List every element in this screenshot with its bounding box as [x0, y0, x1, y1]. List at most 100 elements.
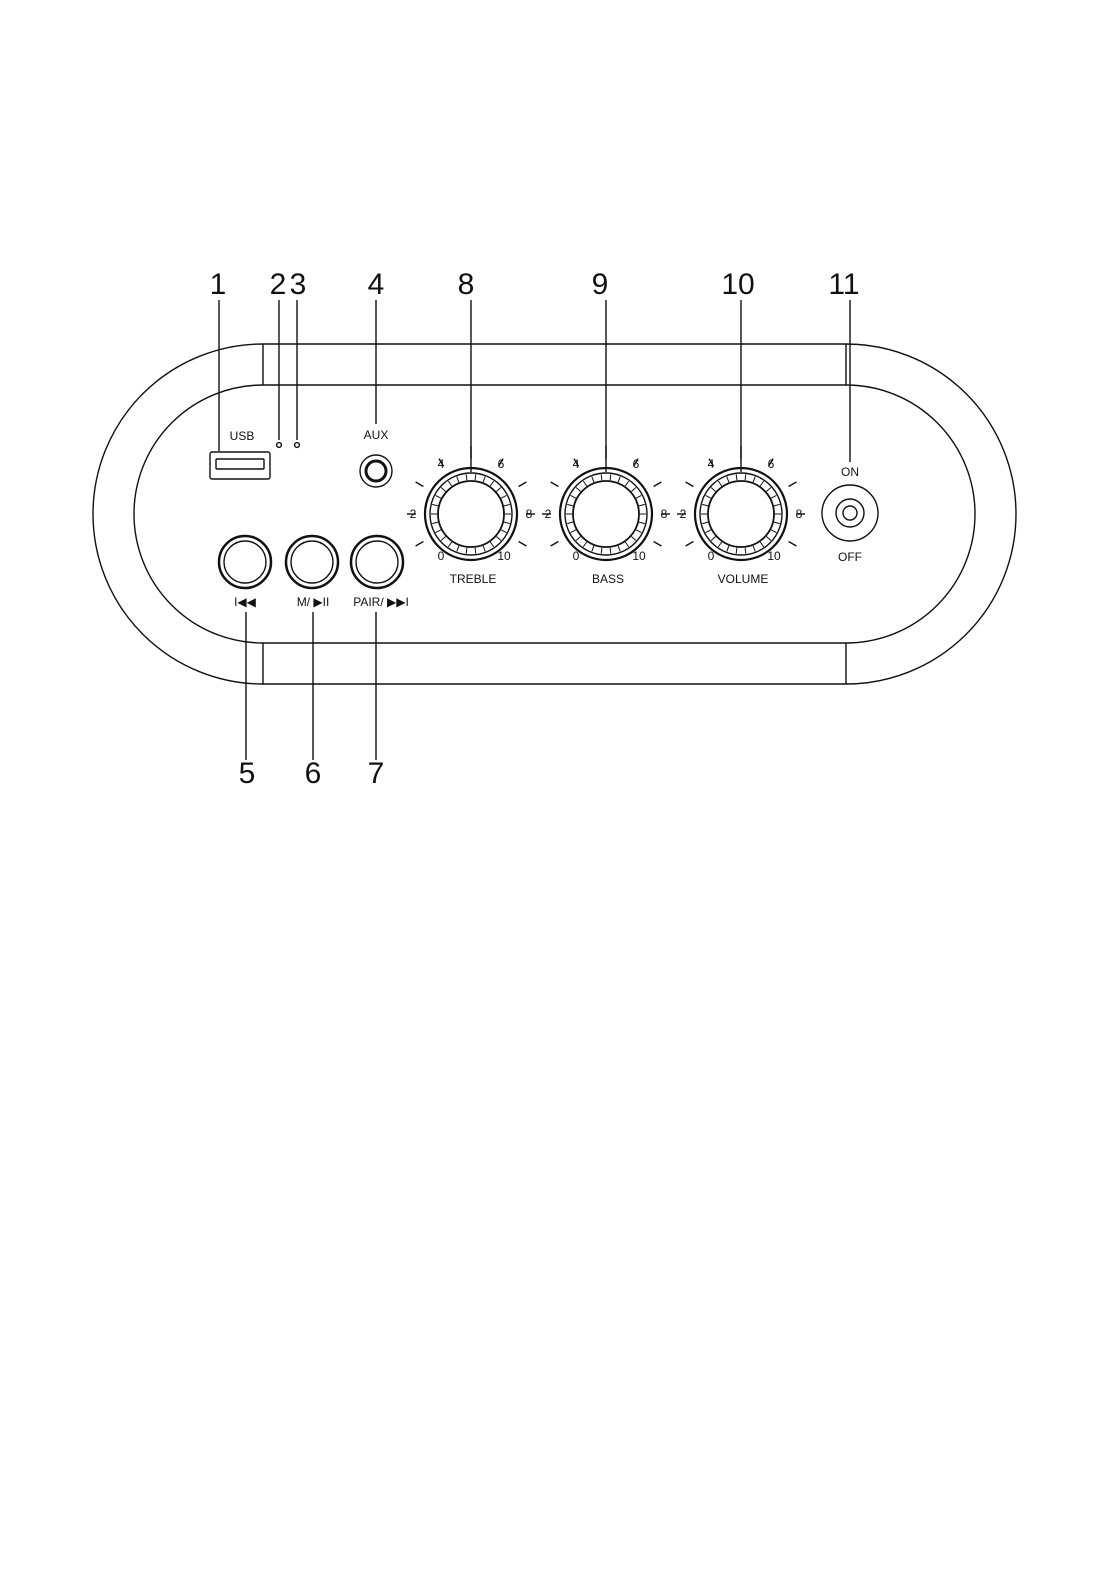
mode-play-button-ring-outer	[286, 536, 338, 588]
callout-11: 11	[828, 268, 859, 301]
inner-panel	[134, 385, 975, 643]
volume-grip-24	[771, 495, 776, 498]
bass-grip-2	[636, 530, 641, 533]
treble-scale-2: 2	[410, 507, 417, 521]
bass-grip-14	[567, 504, 573, 506]
treble-grip-16	[441, 488, 446, 492]
power-switch-outer	[822, 485, 878, 541]
treble-grip-14	[432, 504, 438, 506]
volume-grip-21	[753, 477, 755, 483]
treble-label: TREBLE	[450, 572, 497, 586]
bass-grip-9	[583, 542, 586, 547]
volume-grip-12	[702, 522, 708, 524]
callout-4: 4	[368, 268, 385, 301]
bass-grip-6	[610, 548, 611, 554]
treble-grip-4	[490, 542, 493, 547]
volume-tick-2	[686, 482, 694, 487]
treble-tick-2	[416, 482, 424, 487]
bass-grip-10	[576, 537, 581, 541]
bass-scale-4: 4	[573, 457, 580, 471]
usb-port-slot	[216, 459, 264, 469]
volume-grip-1	[774, 522, 780, 524]
callout-2: 2	[270, 268, 287, 301]
treble-grip-9	[448, 542, 451, 547]
prev-button[interactable]: I◀◀	[219, 536, 271, 609]
volume-scale-6: 6	[768, 457, 775, 471]
treble-grip-24	[501, 495, 506, 498]
mode-play-label: M/ ▶II	[297, 595, 330, 609]
callout-6: 6	[305, 757, 322, 790]
volume-grip-22	[760, 481, 763, 486]
treble-ring-mid	[430, 473, 512, 555]
aux-jack[interactable]: AUX	[360, 428, 392, 487]
bass-grip-21	[618, 477, 620, 483]
bass-grip-3	[631, 537, 636, 541]
volume-grip-14	[702, 504, 708, 506]
pair-next-label: PAIR/ ▶▶I	[353, 595, 409, 609]
bass-grip-16	[576, 488, 581, 492]
usb-port-outer	[210, 452, 270, 479]
treble-grip-22	[490, 481, 493, 486]
bass-tick-0	[551, 542, 559, 547]
callout-7: 7	[368, 757, 385, 790]
bass-grip-7	[601, 548, 602, 554]
volume-scale-2: 2	[680, 507, 687, 521]
power-switch-inner	[843, 506, 857, 520]
volume-grip-17	[718, 481, 721, 486]
bass-grip-11	[571, 530, 576, 533]
treble-grip-1	[504, 522, 510, 524]
volume-ring-mid	[700, 473, 782, 555]
treble-scale-6: 6	[498, 457, 505, 471]
treble-tick-8	[519, 542, 527, 547]
bass-tick-2	[551, 482, 559, 487]
power-on-label: ON	[841, 465, 859, 479]
treble-grip-15	[436, 495, 441, 498]
volume-scale-4: 4	[708, 457, 715, 471]
bass-grip-19	[601, 474, 602, 480]
mode-play-button[interactable]: M/ ▶II	[286, 536, 338, 609]
treble-grip-25	[504, 504, 510, 506]
bass-label: BASS	[592, 572, 624, 586]
volume-scale-8: 8	[796, 507, 803, 521]
callout-1: 1	[210, 268, 227, 301]
bass-grip-4	[625, 542, 628, 547]
bass-grip-23	[631, 488, 636, 492]
pair-next-button[interactable]: PAIR/ ▶▶I	[351, 536, 409, 609]
bass-grip-15	[571, 495, 576, 498]
volume-grip-16	[711, 488, 716, 492]
callout-9: 9	[592, 268, 609, 301]
treble-grip-19	[466, 474, 467, 480]
volume-tick-0	[686, 542, 694, 547]
treble-scale-10: 10	[497, 549, 511, 563]
power-off-label: OFF	[838, 550, 862, 564]
volume-grip-9	[718, 542, 721, 547]
bass-scale-0: 0	[573, 549, 580, 563]
bass-grip-5	[618, 546, 620, 552]
volume-grip-2	[771, 530, 776, 533]
treble-grip-3	[496, 537, 501, 541]
bass-grip-20	[610, 474, 611, 480]
callout-8: 8	[458, 268, 475, 301]
power-switch[interactable]: ON OFF	[822, 465, 878, 564]
bass-grip-12	[567, 522, 573, 524]
bass-grip-18	[592, 477, 594, 483]
volume-grip-4	[760, 542, 763, 547]
volume-grip-6	[745, 548, 746, 554]
bass-tick-6	[654, 482, 662, 487]
callout-5: 5	[239, 757, 256, 790]
treble-grip-17	[448, 481, 451, 486]
treble-grip-11	[436, 530, 441, 533]
treble-tick-0	[416, 542, 424, 547]
mode-play-button-ring-inner	[291, 541, 333, 583]
bass-grip-17	[583, 481, 586, 486]
prev-button-ring-inner	[224, 541, 266, 583]
volume-grip-18	[727, 477, 729, 483]
treble-grip-7	[466, 548, 467, 554]
treble-grip-8	[457, 546, 459, 552]
treble-grip-6	[475, 548, 476, 554]
